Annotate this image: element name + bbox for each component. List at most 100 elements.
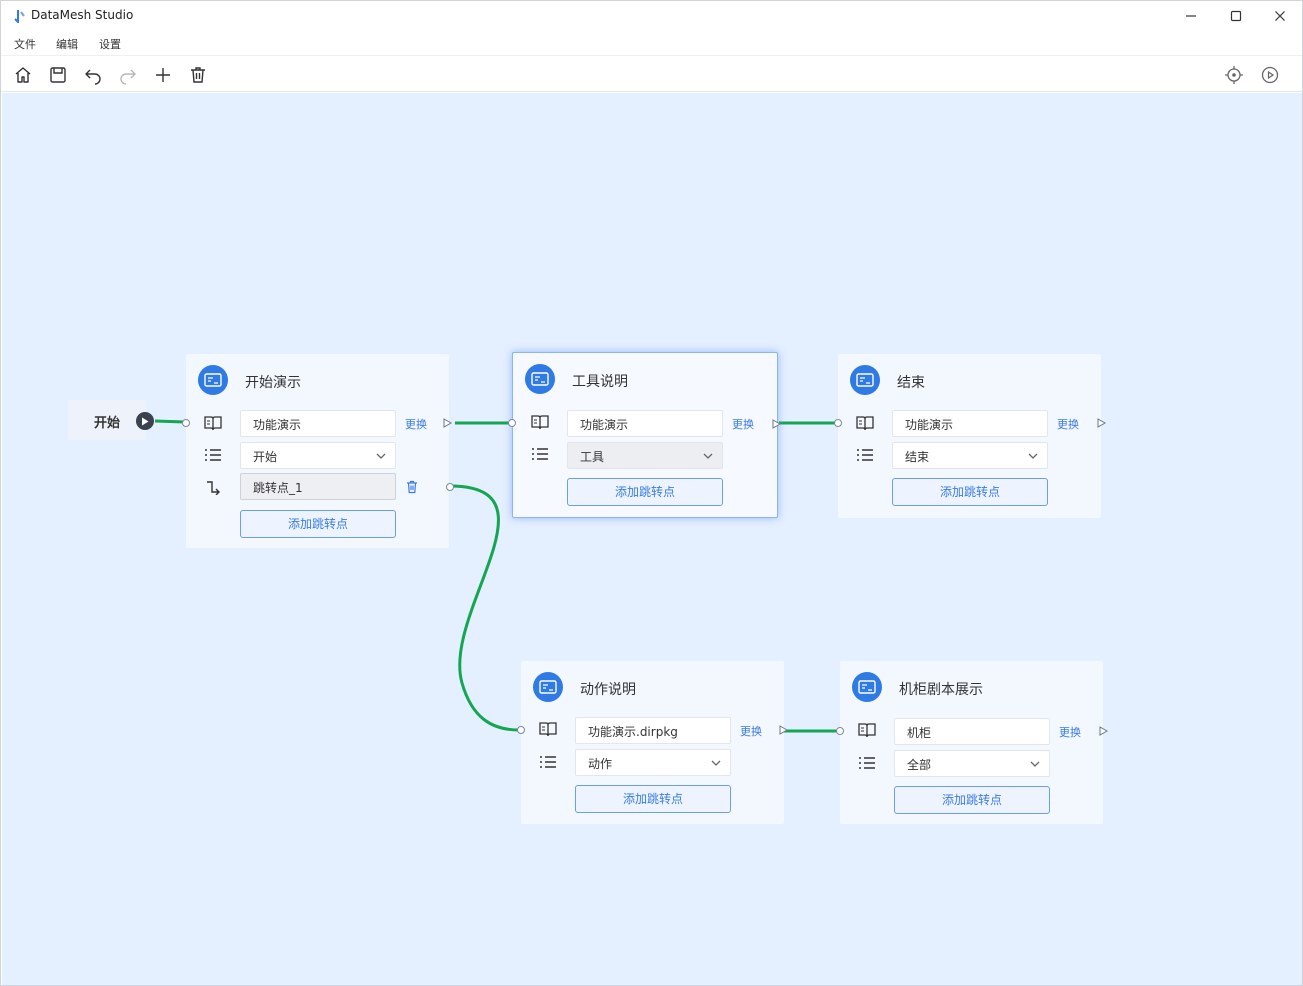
maximize-icon: [1230, 10, 1242, 22]
menu-edit[interactable]: 编辑: [56, 38, 78, 51]
chevron-down-icon: [376, 453, 386, 459]
jump-output-port[interactable]: [446, 483, 454, 491]
step-select[interactable]: 全部: [894, 750, 1050, 777]
scene-icon: [850, 365, 880, 395]
output-port[interactable]: [1097, 418, 1107, 428]
play-button[interactable]: [1259, 64, 1281, 86]
save-button[interactable]: [47, 64, 69, 86]
wire-jump-to-node4: [449, 484, 520, 732]
menu-file[interactable]: 文件: [14, 38, 36, 51]
resource-field[interactable]: 功能演示: [567, 410, 723, 437]
locate-button[interactable]: [1223, 64, 1245, 86]
add-jump-button[interactable]: 添加跳转点: [240, 510, 396, 538]
node-title: 开始演示: [245, 375, 301, 391]
flow-node-cabinet-showcase[interactable]: 机柜剧本展示 机柜 更换 全部 添加跳转点: [840, 661, 1109, 824]
jump-icon: [202, 476, 224, 498]
flow-node-end[interactable]: 结束 功能演示 更换 结束 添加跳转点: [838, 354, 1107, 518]
home-button[interactable]: [12, 64, 34, 86]
connection-layer: [154, 419, 837, 733]
resource-field[interactable]: 功能演示: [240, 410, 396, 437]
node-title: 动作说明: [580, 682, 636, 698]
list-icon: [529, 443, 551, 465]
scene-icon: [852, 672, 882, 702]
title-bar: DataMesh Studio: [1, 1, 1302, 31]
chevron-down-icon: [703, 453, 713, 459]
output-port[interactable]: [772, 419, 782, 429]
list-icon: [854, 444, 876, 466]
book-icon: [529, 411, 551, 433]
resource-field[interactable]: 功能演示.dirpkg: [575, 717, 731, 744]
replace-link[interactable]: 更换: [1057, 418, 1079, 431]
add-jump-button[interactable]: 添加跳转点: [575, 785, 731, 813]
play-icon: [1261, 66, 1279, 84]
flow-node-start-demo[interactable]: 开始演示 功能演示 更换 开始 跳转点_1 添加跳转点: [186, 354, 453, 548]
input-port[interactable]: [508, 419, 516, 427]
wire-start-to-node1: [154, 419, 186, 424]
step-select[interactable]: 动作: [575, 749, 731, 776]
toolbar: [1, 55, 1302, 92]
output-port[interactable]: [779, 725, 789, 735]
add-jump-button[interactable]: 添加跳转点: [567, 478, 723, 506]
jump-point-field[interactable]: 跳转点_1: [240, 473, 396, 500]
delete-icon: [191, 67, 205, 83]
redo-icon: [120, 69, 136, 85]
replace-link[interactable]: 更换: [740, 725, 762, 738]
node-title: 机柜剧本展示: [899, 682, 983, 698]
maximize-button[interactable]: [1214, 1, 1258, 31]
step-select-value: 全部: [907, 758, 932, 772]
window-title: DataMesh Studio: [31, 8, 134, 22]
input-port[interactable]: [834, 419, 842, 427]
undo-icon: [85, 69, 101, 85]
add-button[interactable]: [152, 64, 174, 86]
input-port[interactable]: [836, 727, 844, 735]
step-select[interactable]: 工具: [567, 442, 723, 469]
undo-button[interactable]: [82, 64, 104, 86]
step-select-value: 工具: [580, 450, 605, 464]
output-port[interactable]: [443, 418, 453, 428]
resource-field[interactable]: 机柜: [894, 718, 1050, 745]
start-node[interactable]: 开始: [68, 400, 146, 440]
list-icon: [856, 752, 878, 774]
scene-icon: [533, 672, 563, 702]
replace-link[interactable]: 更换: [405, 418, 427, 431]
output-port[interactable]: [1099, 726, 1109, 736]
replace-link[interactable]: 更换: [1059, 726, 1081, 739]
step-select-value: 开始: [253, 450, 278, 464]
chevron-down-icon: [711, 760, 721, 766]
add-jump-button[interactable]: 添加跳转点: [894, 786, 1050, 814]
replace-link[interactable]: 更换: [732, 418, 754, 431]
resource-field[interactable]: 功能演示: [892, 410, 1048, 437]
delete-button[interactable]: [187, 64, 209, 86]
locate-icon: [1225, 66, 1243, 84]
flow-node-tool-intro[interactable]: 工具说明 功能演示 更换 工具 添加跳转点: [512, 352, 782, 518]
step-select[interactable]: 结束: [892, 442, 1048, 469]
input-port[interactable]: [182, 419, 190, 427]
book-icon: [537, 718, 559, 740]
app-logo-icon: [14, 10, 25, 23]
minimize-icon: [1186, 15, 1196, 17]
step-select-value: 结束: [905, 450, 930, 464]
node-title: 工具说明: [572, 374, 628, 390]
close-icon: [1275, 11, 1285, 21]
close-button[interactable]: [1258, 1, 1302, 31]
flow-canvas[interactable]: 开始 开始演示 功能演示 更换 开始 跳: [2, 93, 1302, 985]
step-select-value: 动作: [588, 757, 613, 771]
add-jump-button[interactable]: 添加跳转点: [892, 478, 1048, 506]
input-port[interactable]: [517, 726, 525, 734]
minimize-button[interactable]: [1169, 1, 1213, 31]
delete-jump-icon[interactable]: [405, 480, 419, 494]
save-icon: [50, 67, 66, 83]
step-select[interactable]: 开始: [240, 442, 396, 469]
list-icon: [537, 751, 559, 773]
menu-settings[interactable]: 设置: [99, 38, 121, 51]
start-play-icon[interactable]: [136, 412, 154, 430]
flow-node-action-intro[interactable]: 动作说明 功能演示.dirpkg 更换 动作 添加跳转点: [521, 661, 789, 824]
list-icon: [202, 444, 224, 466]
book-icon: [202, 412, 224, 434]
home-icon: [15, 67, 31, 83]
start-label: 开始: [94, 416, 121, 431]
chevron-down-icon: [1028, 453, 1038, 459]
book-icon: [856, 719, 878, 741]
redo-button[interactable]: [117, 64, 139, 86]
